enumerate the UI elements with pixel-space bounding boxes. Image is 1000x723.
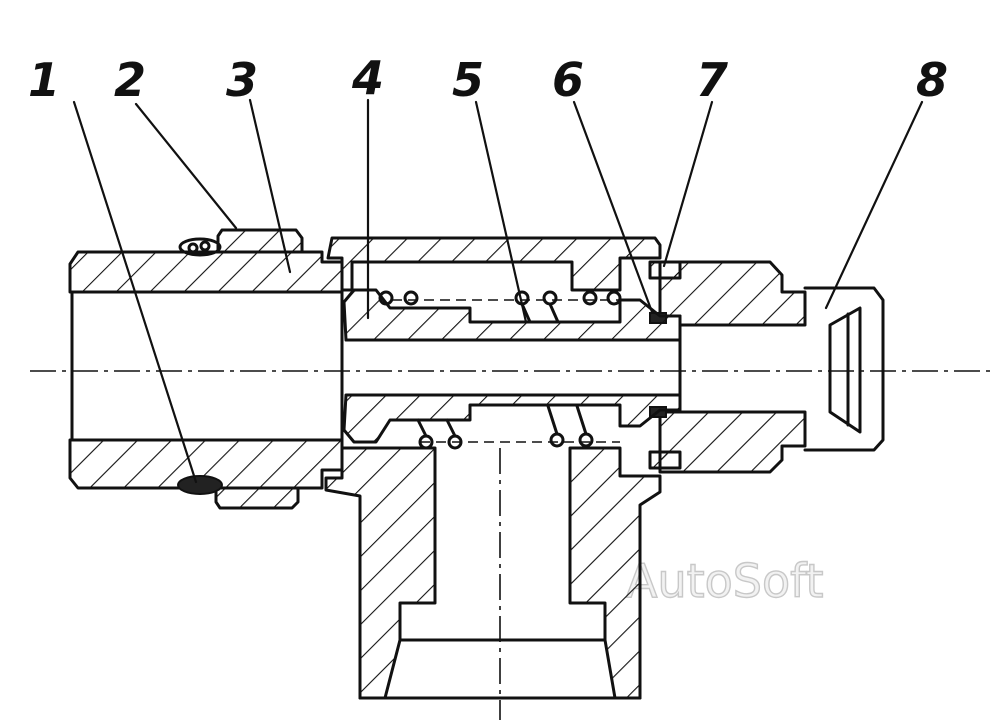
union-nut-top <box>216 228 304 254</box>
callout-8: 8 <box>916 53 948 107</box>
callout-5: 5 <box>452 53 484 107</box>
callout-7: 7 <box>696 53 728 107</box>
union-nut-bottom <box>214 486 300 510</box>
seal-ring-bottom <box>177 475 223 495</box>
callout-2: 2 <box>114 53 146 107</box>
nipple-cone <box>828 306 862 434</box>
right-body-bottom-wall <box>658 410 807 474</box>
watermark: AutoSoft <box>626 554 824 608</box>
leader-line-8 <box>824 100 924 310</box>
central-body-top-wall <box>326 236 662 292</box>
central-body-lower-right <box>568 446 662 700</box>
piston-top-wall <box>342 288 682 342</box>
leader-line-2 <box>134 102 238 230</box>
piston-bottom-wall <box>342 393 682 444</box>
leader-line-1 <box>72 100 198 484</box>
callout-1: 1 <box>28 53 60 107</box>
callout-6: 6 <box>552 53 584 107</box>
callout-3: 3 <box>226 53 258 107</box>
leader-line-5 <box>474 100 528 324</box>
leader-line-6 <box>572 100 654 314</box>
nipple-outline <box>803 286 885 452</box>
left-tube-top-wall <box>68 250 344 294</box>
callout-4: 4 <box>351 51 384 105</box>
seal-7-bottom <box>648 450 682 470</box>
right-body-top-wall <box>658 260 807 327</box>
leader-line-7 <box>662 100 714 268</box>
central-body-lower-left <box>324 446 437 700</box>
seal-ring-top <box>178 237 222 257</box>
leader-line-3 <box>248 98 292 274</box>
